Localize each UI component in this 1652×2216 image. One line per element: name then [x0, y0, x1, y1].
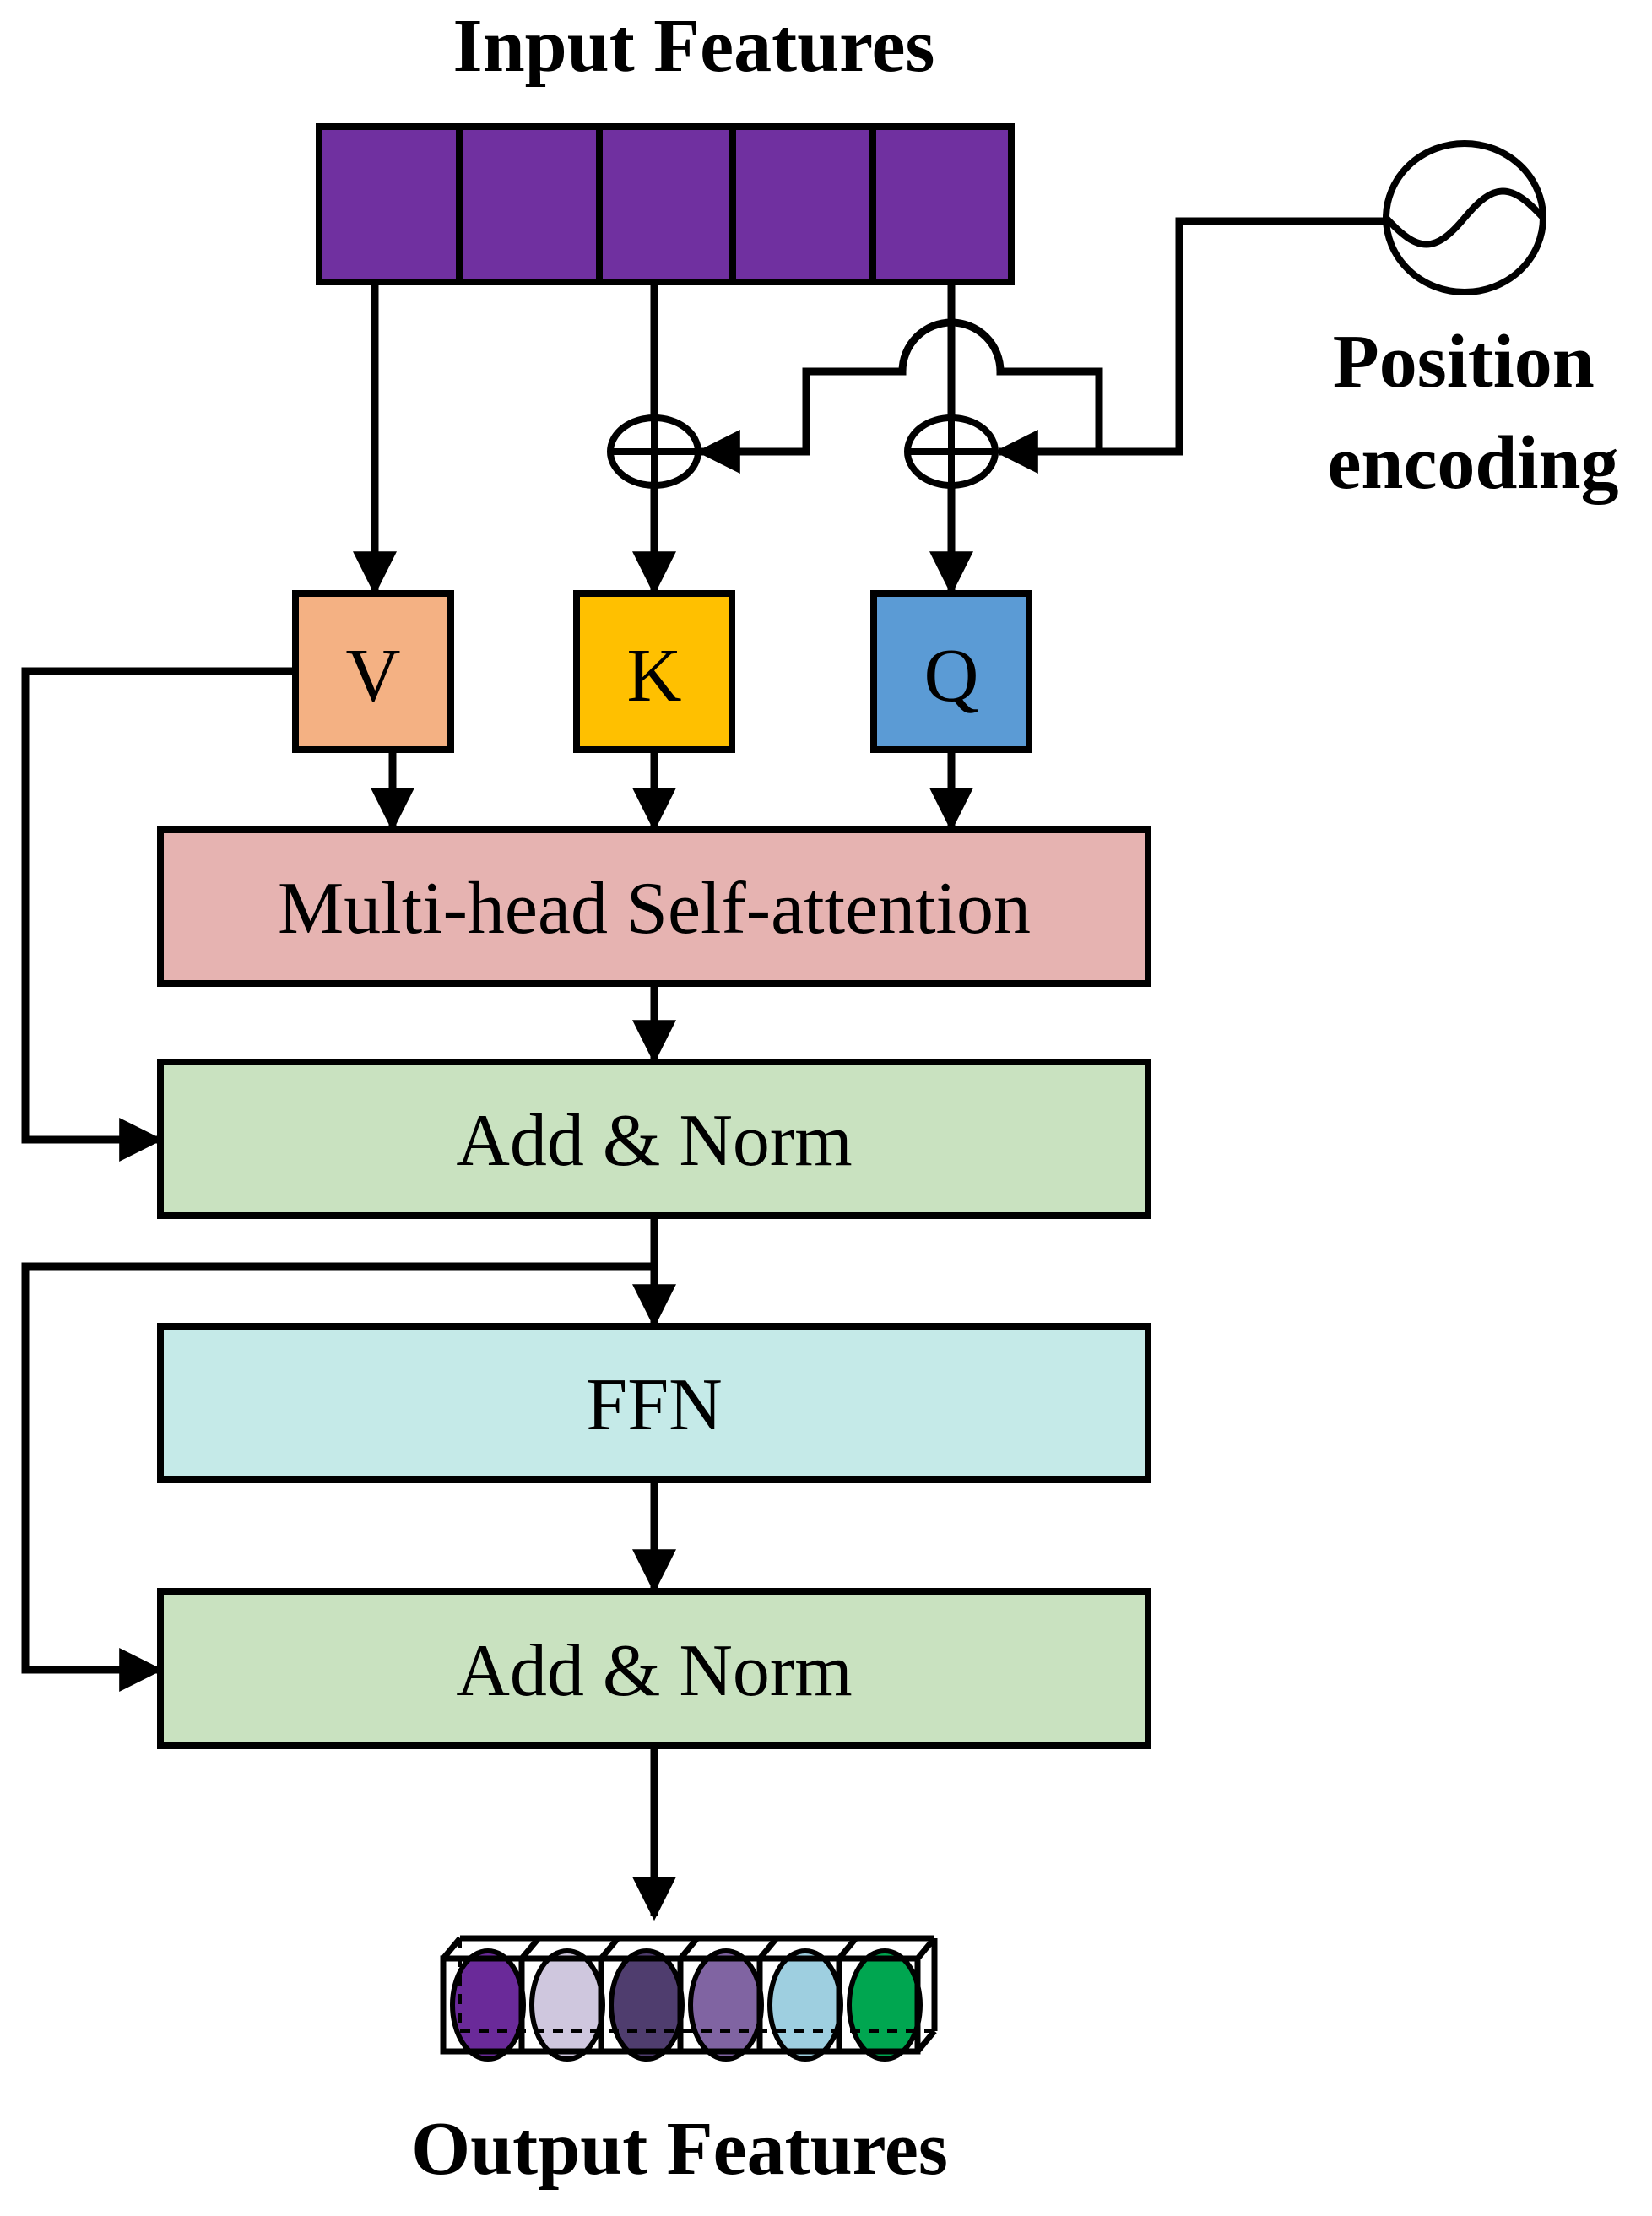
input-features-title: Input Features [453, 4, 935, 88]
input-cell [596, 123, 736, 285]
input-feature-vector [316, 123, 1015, 285]
output-token [609, 1948, 685, 2062]
k-label: K [627, 634, 682, 718]
add-norm-label-1: Add & Norm [456, 1100, 852, 1182]
input-cell [869, 123, 1015, 285]
output-features-title: Output Features [411, 2107, 948, 2191]
add-operator-q [904, 414, 999, 489]
q-label: Q [924, 634, 979, 718]
add-norm-block-1: Add & Norm [157, 1059, 1151, 1219]
output-token [688, 1948, 764, 2062]
connectors [21, 217, 1386, 1921]
input-cell [316, 123, 463, 285]
output-feature-vector [440, 1935, 938, 2062]
output-box-dashed [458, 1938, 934, 2033]
ffn-block: FFN [157, 1323, 1151, 1483]
add-norm-label-2: Add & Norm [456, 1630, 852, 1712]
mhsa-block: Multi-head Self-attention [157, 826, 1151, 987]
position-label-line2: encoding [1327, 421, 1618, 505]
residual-connection-2 [21, 1262, 654, 1692]
mhsa-label: Multi-head Self-attention [278, 868, 1031, 950]
position-encoding-icon [1383, 140, 1546, 295]
k-box: K [573, 590, 735, 753]
residual-connection-1 [21, 667, 293, 1162]
q-box: Q [870, 590, 1032, 753]
v-box: V [292, 590, 454, 753]
input-cell [729, 123, 876, 285]
position-label-line1: Position [1333, 320, 1595, 404]
v-label: V [346, 634, 401, 718]
output-box-frame [440, 1935, 938, 2055]
output-token [847, 1948, 923, 2062]
position-encoding-label: Position encoding [1327, 320, 1618, 505]
ffn-label: FFN [586, 1364, 722, 1446]
add-norm-block-2: Add & Norm [157, 1588, 1151, 1749]
output-token [529, 1948, 605, 2062]
output-token [767, 1948, 843, 2062]
output-token [450, 1948, 526, 2062]
position-encoding-route-to-k [696, 318, 1103, 474]
input-cell [456, 123, 603, 285]
add-operator-k [607, 414, 701, 489]
position-encoding-route [994, 217, 1386, 474]
